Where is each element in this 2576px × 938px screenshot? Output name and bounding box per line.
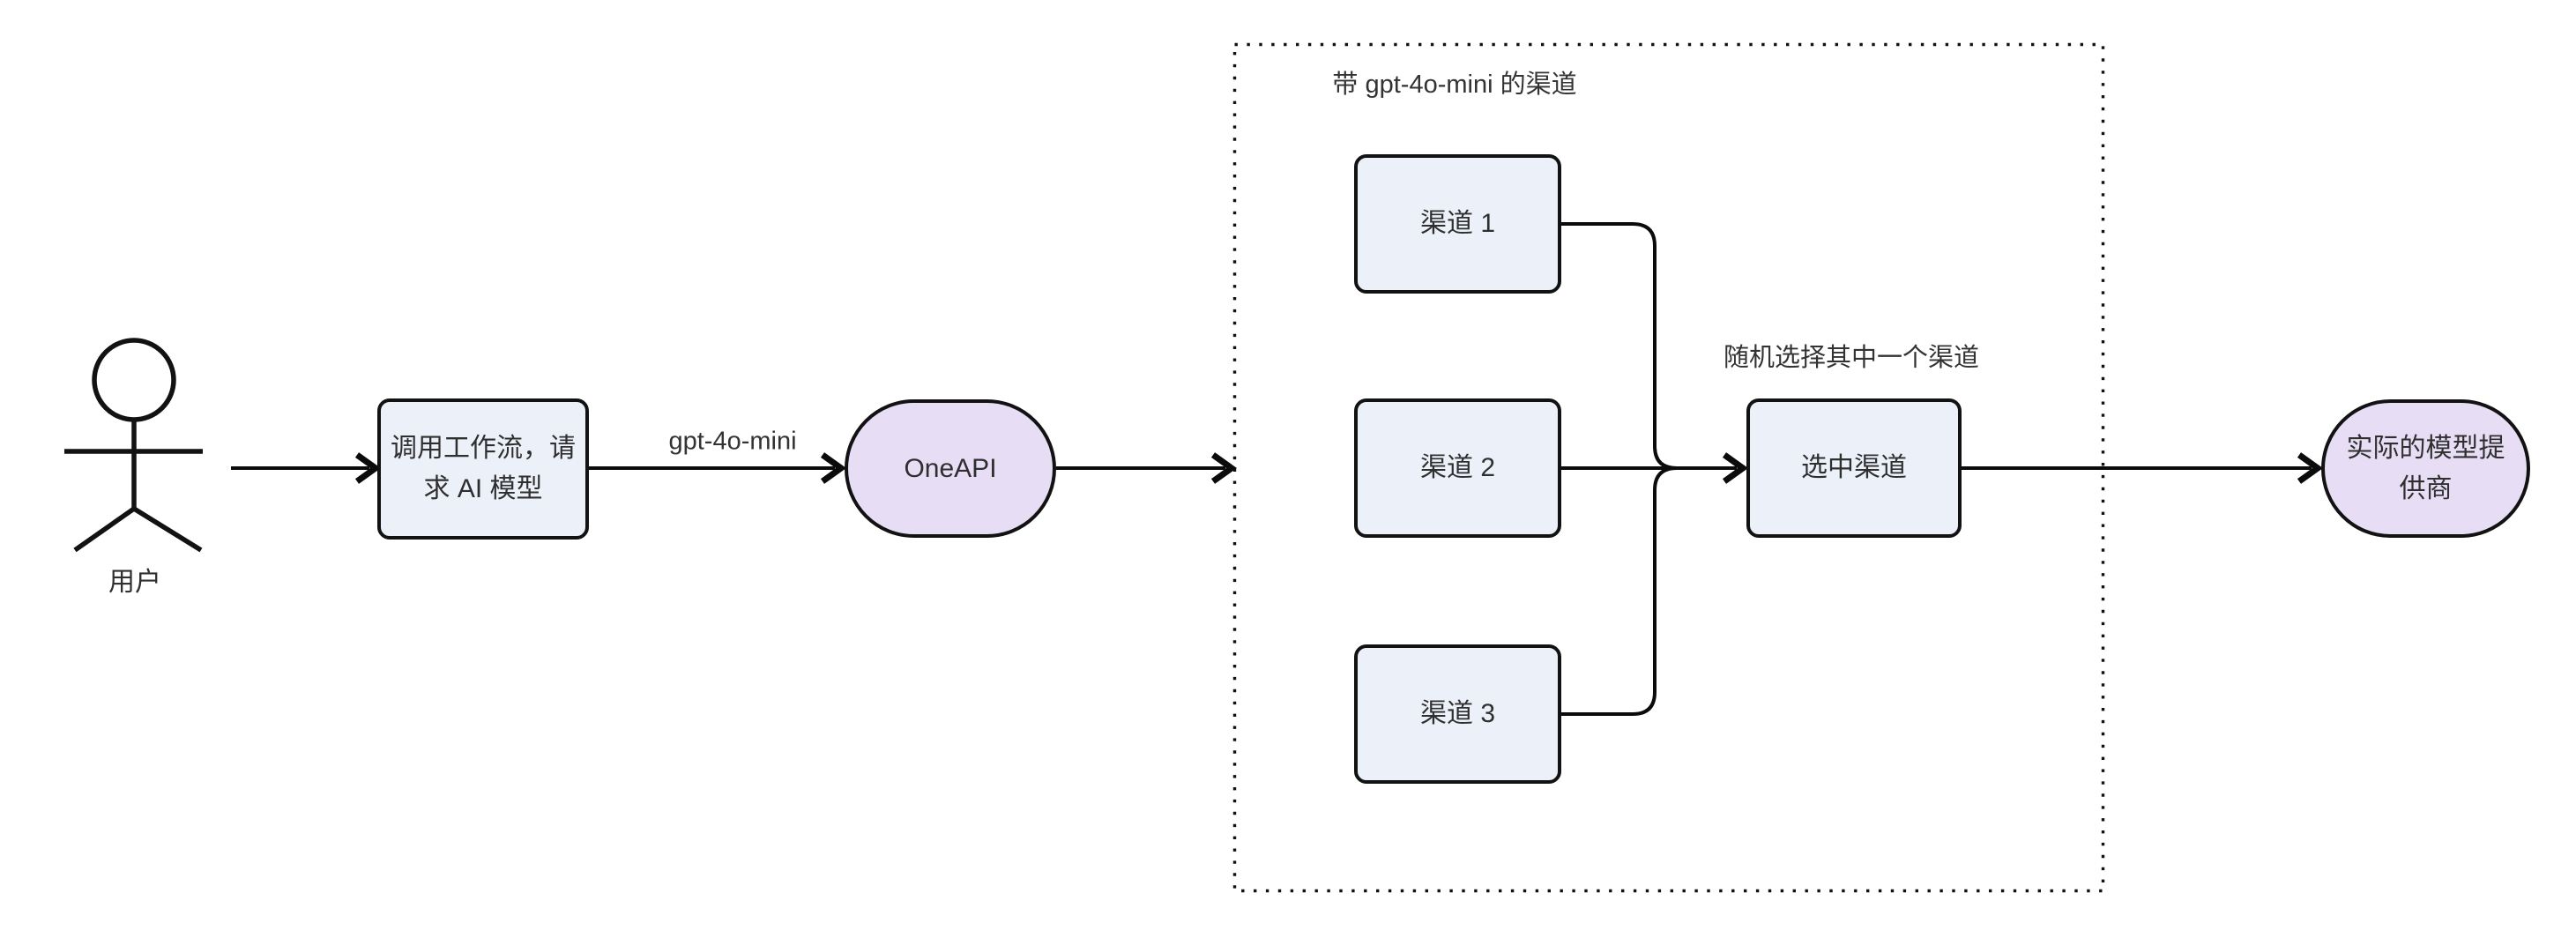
node-selected-channel-label: 选中渠道 bbox=[1801, 453, 1907, 482]
edge-label-model: gpt-4o-mini bbox=[668, 427, 797, 456]
node-channel3-label: 渠道 3 bbox=[1419, 699, 1496, 728]
edge-channel3-merge bbox=[1561, 466, 1678, 716]
edge-lines bbox=[231, 222, 2312, 716]
node-provider-line1: 实际的模型提 bbox=[2346, 433, 2505, 463]
arrowhead-selected bbox=[1722, 452, 1749, 484]
node-oneapi-label: OneAPI bbox=[904, 453, 997, 483]
arrowheads bbox=[354, 452, 2324, 484]
node-oneapi: OneAPI bbox=[845, 399, 1056, 538]
arrowhead-workflow bbox=[354, 452, 382, 484]
actor-head bbox=[92, 338, 176, 422]
node-workflow-line1: 调用工作流，请 bbox=[391, 434, 576, 463]
arrowhead-provider bbox=[2297, 452, 2324, 484]
arrowhead-channels bbox=[1210, 452, 1238, 484]
node-channel1-label: 渠道 1 bbox=[1419, 209, 1496, 238]
edge-channel1-merge bbox=[1561, 222, 1678, 470]
node-workflow-label: 调用工作流，请 求 AI 模型 bbox=[391, 428, 576, 510]
node-channel2-label: 渠道 2 bbox=[1419, 453, 1496, 482]
node-workflow: 调用工作流，请 求 AI 模型 bbox=[377, 398, 589, 540]
node-provider-line2: 供商 bbox=[2399, 473, 2453, 503]
actor-figure bbox=[64, 338, 203, 553]
node-provider-label: 实际的模型提 供商 bbox=[2347, 428, 2505, 510]
subgraph-title: 带 gpt-4o-mini 的渠道 bbox=[1332, 71, 1577, 99]
node-channel3: 渠道 3 bbox=[1354, 644, 1561, 784]
edge-label-random-select: 随机选择其中一个渠道 bbox=[1723, 344, 1980, 372]
actor-leg-right bbox=[132, 506, 203, 553]
node-selected-channel: 选中渠道 bbox=[1746, 398, 1962, 538]
actor-label: 用户 bbox=[108, 568, 161, 597]
node-workflow-line2: 求 AI 模型 bbox=[423, 474, 543, 503]
node-channel2: 渠道 2 bbox=[1354, 398, 1561, 538]
node-provider: 实际的模型提 供商 bbox=[2321, 399, 2530, 538]
node-channel1: 渠道 1 bbox=[1354, 154, 1561, 294]
arrowhead-oneapi bbox=[820, 452, 847, 484]
actor-leg-left bbox=[73, 506, 136, 553]
